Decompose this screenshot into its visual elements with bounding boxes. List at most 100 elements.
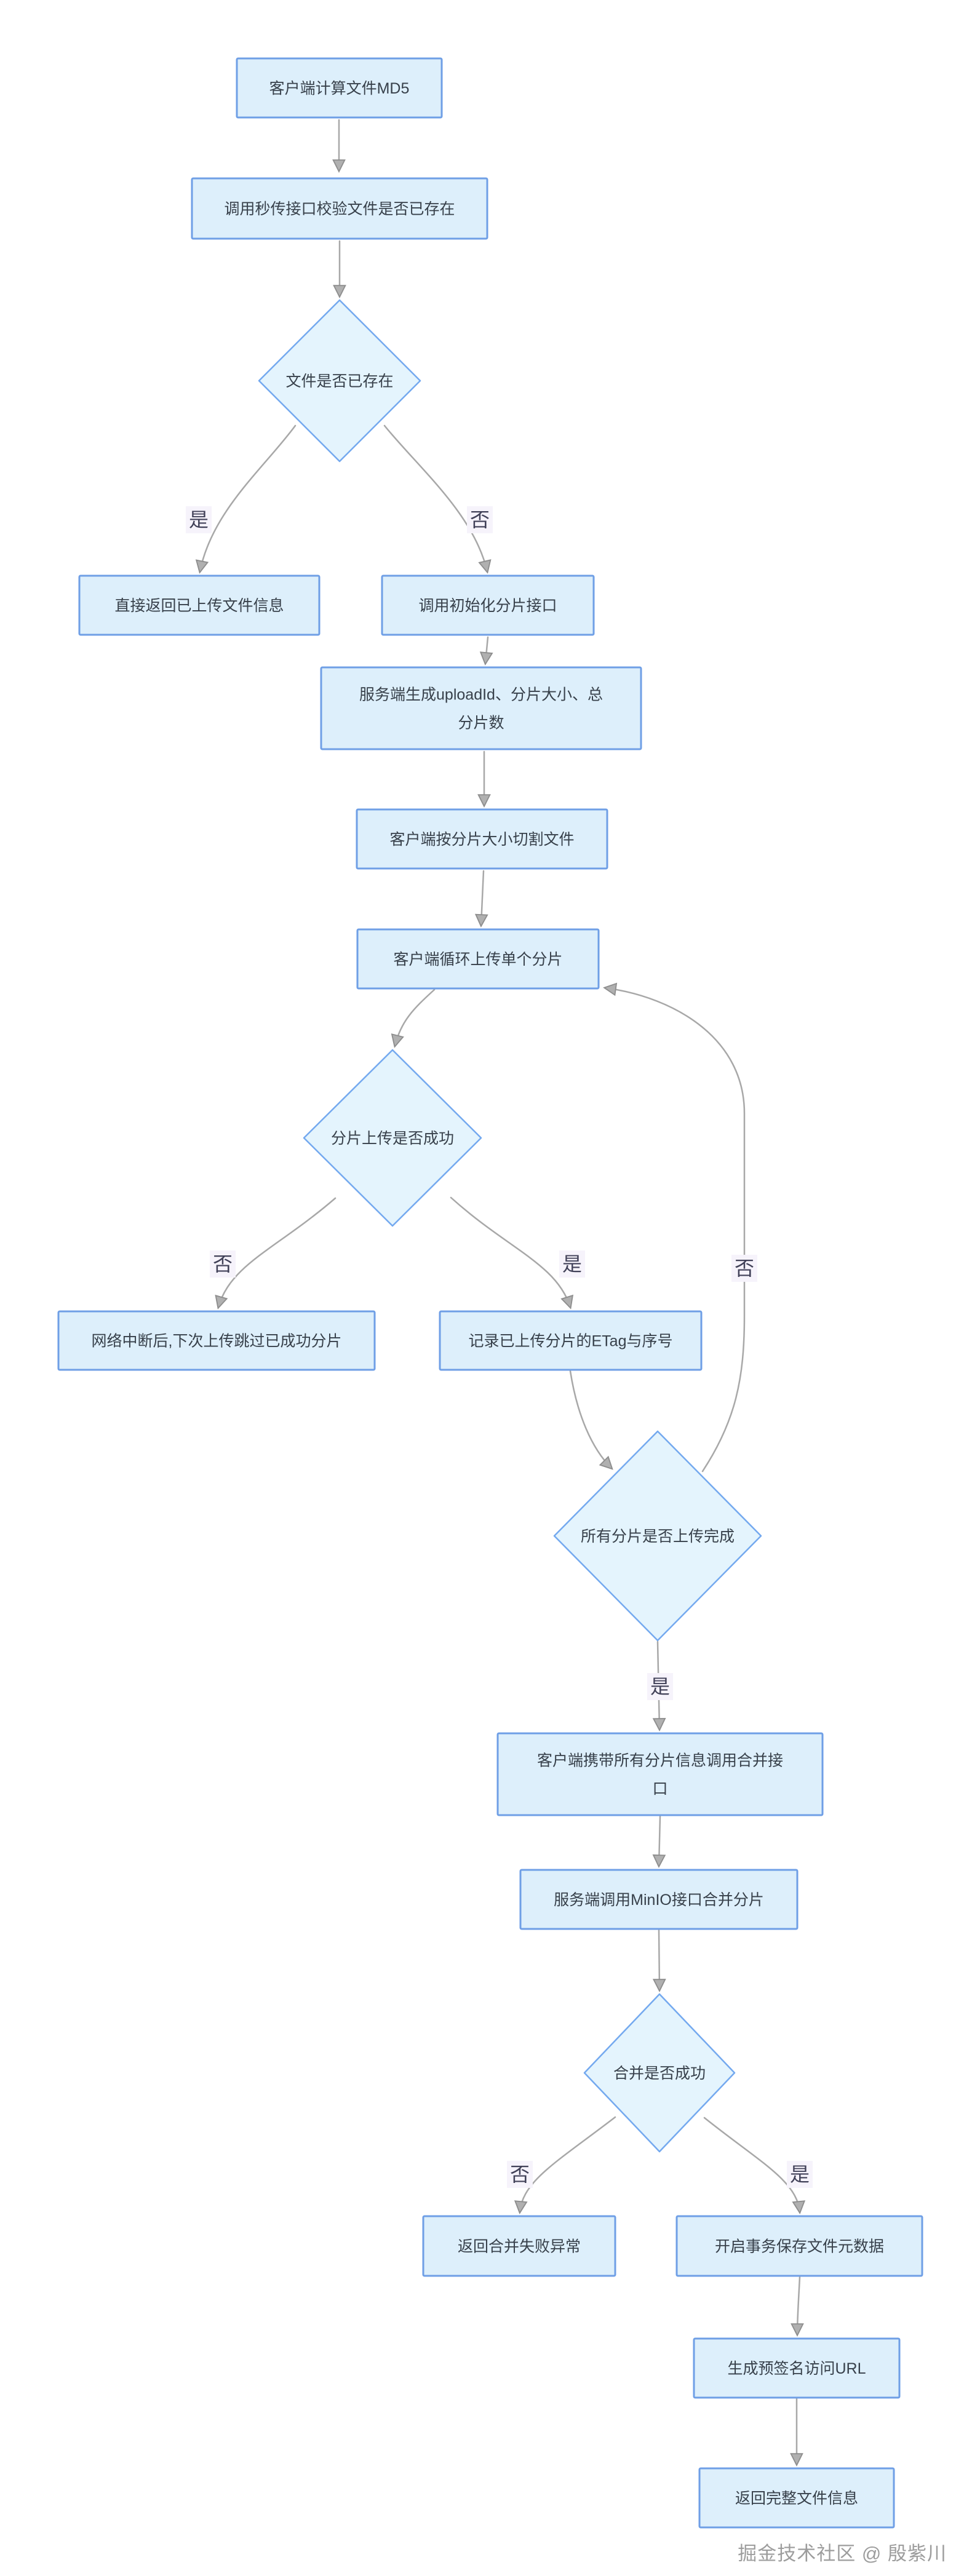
node-label: 分片上传是否成功: [331, 1130, 454, 1147]
node-upload-loop: 客户端循环上传单个分片: [356, 928, 600, 990]
node-label: 生成预签名访问URL: [727, 2360, 866, 2377]
edge-label-text: 否: [213, 1253, 233, 1275]
edge-chunk-success-to-skip-chunks: [218, 1197, 337, 1307]
edge-label-bg: [559, 1250, 585, 1278]
process-box: [191, 177, 488, 240]
process-box: [698, 2467, 895, 2529]
node-split-file: 客户端按分片大小切割文件: [356, 808, 608, 870]
edge-label-bg: [787, 2161, 813, 2188]
node-label: 服务端生成uploadId、分片大小、总: [359, 686, 603, 704]
decision-diamond: [553, 1430, 762, 1642]
node-presigned-url: 生成预签名访问URL: [693, 2337, 901, 2399]
node-label: 所有分片是否上传完成: [581, 1528, 735, 1545]
process-box: [519, 1869, 799, 1930]
node-label: 调用初始化分片接口: [418, 597, 557, 614]
node-label: 客户端计算文件MD5: [269, 80, 410, 97]
node-label: 返回合并失败异常: [458, 2238, 581, 2256]
node-minio-merge: 服务端调用MinIO接口合并分片: [519, 1869, 799, 1930]
edge-file-exist-to-init-chunk: [383, 424, 487, 571]
node-check-instant: 调用秒传接口校验文件是否已存在: [191, 177, 488, 240]
edge-label: 是: [559, 1250, 585, 1278]
edge-label-text: 是: [562, 1253, 582, 1275]
node-label: 合并是否成功: [613, 2065, 706, 2082]
edge-label-bg: [507, 2161, 533, 2188]
node-return-info: 返回完整文件信息: [698, 2467, 895, 2529]
edge-save-meta-to-presigned-url: [797, 2276, 800, 2334]
edge-label: 否: [507, 2161, 533, 2188]
process-box: [236, 57, 443, 119]
edge-label-text: 是: [189, 509, 209, 531]
process-box: [320, 666, 642, 750]
node-label: 调用秒传接口校验文件是否已存在: [224, 201, 455, 218]
process-box: [57, 1310, 376, 1371]
edge-merge-ok-to-save-meta: [703, 2117, 800, 2212]
node-chunk-success: 分片上传是否成功: [303, 1049, 482, 1227]
node-label: 客户端按分片大小切割文件: [389, 831, 574, 848]
node-merge-ok: 合并是否成功: [583, 1993, 736, 2153]
watermark-credit: 掘金技术社区 @ 殷紫川: [738, 2543, 947, 2564]
edge-chunk-success-to-record-etag: [450, 1196, 570, 1307]
node-label: 客户端携带所有分片信息调用合并接: [537, 1752, 783, 1770]
node-label: 服务端调用MinIO接口合并分片: [554, 1891, 764, 1909]
node-label: 分片数: [458, 715, 504, 732]
edge-label-text: 否: [510, 2163, 530, 2185]
node-label: 网络中断后,下次上传跳过已成功分片: [92, 1333, 342, 1350]
edge-label-text: 是: [650, 1676, 670, 1698]
process-box: [381, 574, 595, 636]
node-calc-md5: 客户端计算文件MD5: [236, 57, 443, 119]
node-record-etag: 记录已上传分片的ETag与序号: [439, 1310, 703, 1371]
edge-split-file-to-upload-loop: [481, 870, 484, 925]
node-label: 记录已上传分片的ETag与序号: [469, 1333, 673, 1350]
edge-file-exist-to-return-uploaded: [200, 424, 297, 571]
node-return-uploaded: 直接返回已上传文件信息: [78, 574, 321, 636]
node-label: 直接返回已上传文件信息: [114, 597, 284, 614]
process-box: [693, 2337, 901, 2399]
edge-upload-loop-to-chunk-success: [395, 988, 436, 1046]
node-label: 口: [652, 1781, 667, 1798]
edge-merge-ok-to-return-fail: [520, 2116, 616, 2212]
process-box: [496, 1732, 824, 1816]
decision-diamond: [303, 1049, 482, 1227]
edge-label: 否: [467, 506, 493, 533]
edge-label: 否: [731, 1255, 757, 1282]
node-label: 文件是否已存在: [285, 373, 393, 390]
node-all-done: 所有分片是否上传完成: [553, 1430, 762, 1642]
decision-diamond: [258, 299, 421, 463]
node-label: 开启事务保存文件元数据: [715, 2238, 884, 2256]
process-box: [675, 2215, 923, 2277]
process-box: [422, 2215, 616, 2277]
edge-label-text: 是: [790, 2163, 810, 2185]
node-save-meta: 开启事务保存文件元数据: [675, 2215, 923, 2277]
node-label: 返回完整文件信息: [735, 2490, 858, 2507]
edge-label-bg: [731, 1255, 757, 1282]
decision-diamond: [583, 1993, 736, 2153]
nodes-layer: 客户端计算文件MD5 调用秒传接口校验文件是否已存在文件是否已存在直接返回已上传文…: [57, 57, 923, 2529]
edge-label: 否: [210, 1250, 236, 1278]
process-box: [356, 928, 600, 990]
edge-label-bg: [186, 506, 212, 533]
edge-label: 是: [647, 1673, 673, 1700]
edge-label-text: 否: [735, 1257, 754, 1279]
edges-layer: [200, 119, 800, 2464]
edge-label-bg: [467, 506, 493, 533]
node-skip-chunks: 网络中断后,下次上传跳过已成功分片: [57, 1310, 376, 1371]
process-box: [78, 574, 321, 636]
edge-label: 是: [787, 2161, 813, 2188]
edge-label: 是: [186, 506, 212, 533]
edge-labels-layer: 是否否是否是否是: [186, 506, 813, 2188]
edge-label-bg: [210, 1250, 236, 1278]
edge-label-bg: [647, 1673, 673, 1700]
node-label: 客户端循环上传单个分片: [393, 951, 562, 968]
edge-all-done-to-upload-loop: [605, 988, 746, 1473]
process-box: [356, 808, 608, 870]
process-box: [439, 1310, 703, 1371]
node-init-chunk: 调用初始化分片接口: [381, 574, 595, 636]
node-file-exist: 文件是否已存在: [258, 299, 421, 463]
edge-record-etag-to-all-done: [569, 1370, 611, 1468]
edge-init-chunk-to-gen-uploadid: [485, 636, 488, 663]
node-return-fail: 返回合并失败异常: [422, 2215, 616, 2277]
